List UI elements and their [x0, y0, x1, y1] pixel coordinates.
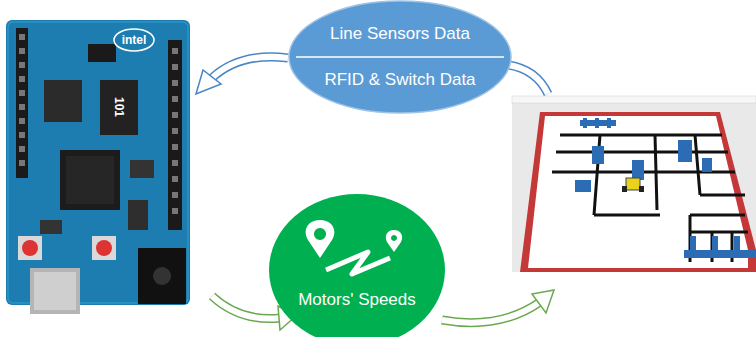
simulator-screenshot	[512, 96, 756, 272]
divider-line	[296, 56, 504, 58]
brand-label: intel	[122, 33, 147, 47]
split-ellipse: Line Sensors DataRFID & Switch Data	[288, 0, 512, 114]
board-number: 101	[112, 97, 126, 117]
route-icon	[306, 220, 403, 274]
pin-small	[386, 230, 402, 252]
node-text: RFID & Switch Data	[320, 70, 480, 90]
green-circle: Motors' Speeds	[268, 192, 446, 337]
circle-shape	[269, 194, 445, 337]
pin-large	[306, 220, 335, 258]
split-ellipse-outline	[288, 0, 512, 114]
arduino-board	[6, 20, 190, 314]
route-line	[326, 252, 390, 274]
ellipse-shape	[289, 1, 511, 113]
node-text: Motors' Speeds	[272, 290, 442, 310]
green-circle-outline	[268, 192, 446, 337]
node-text: Line Sensors Data	[320, 24, 480, 44]
